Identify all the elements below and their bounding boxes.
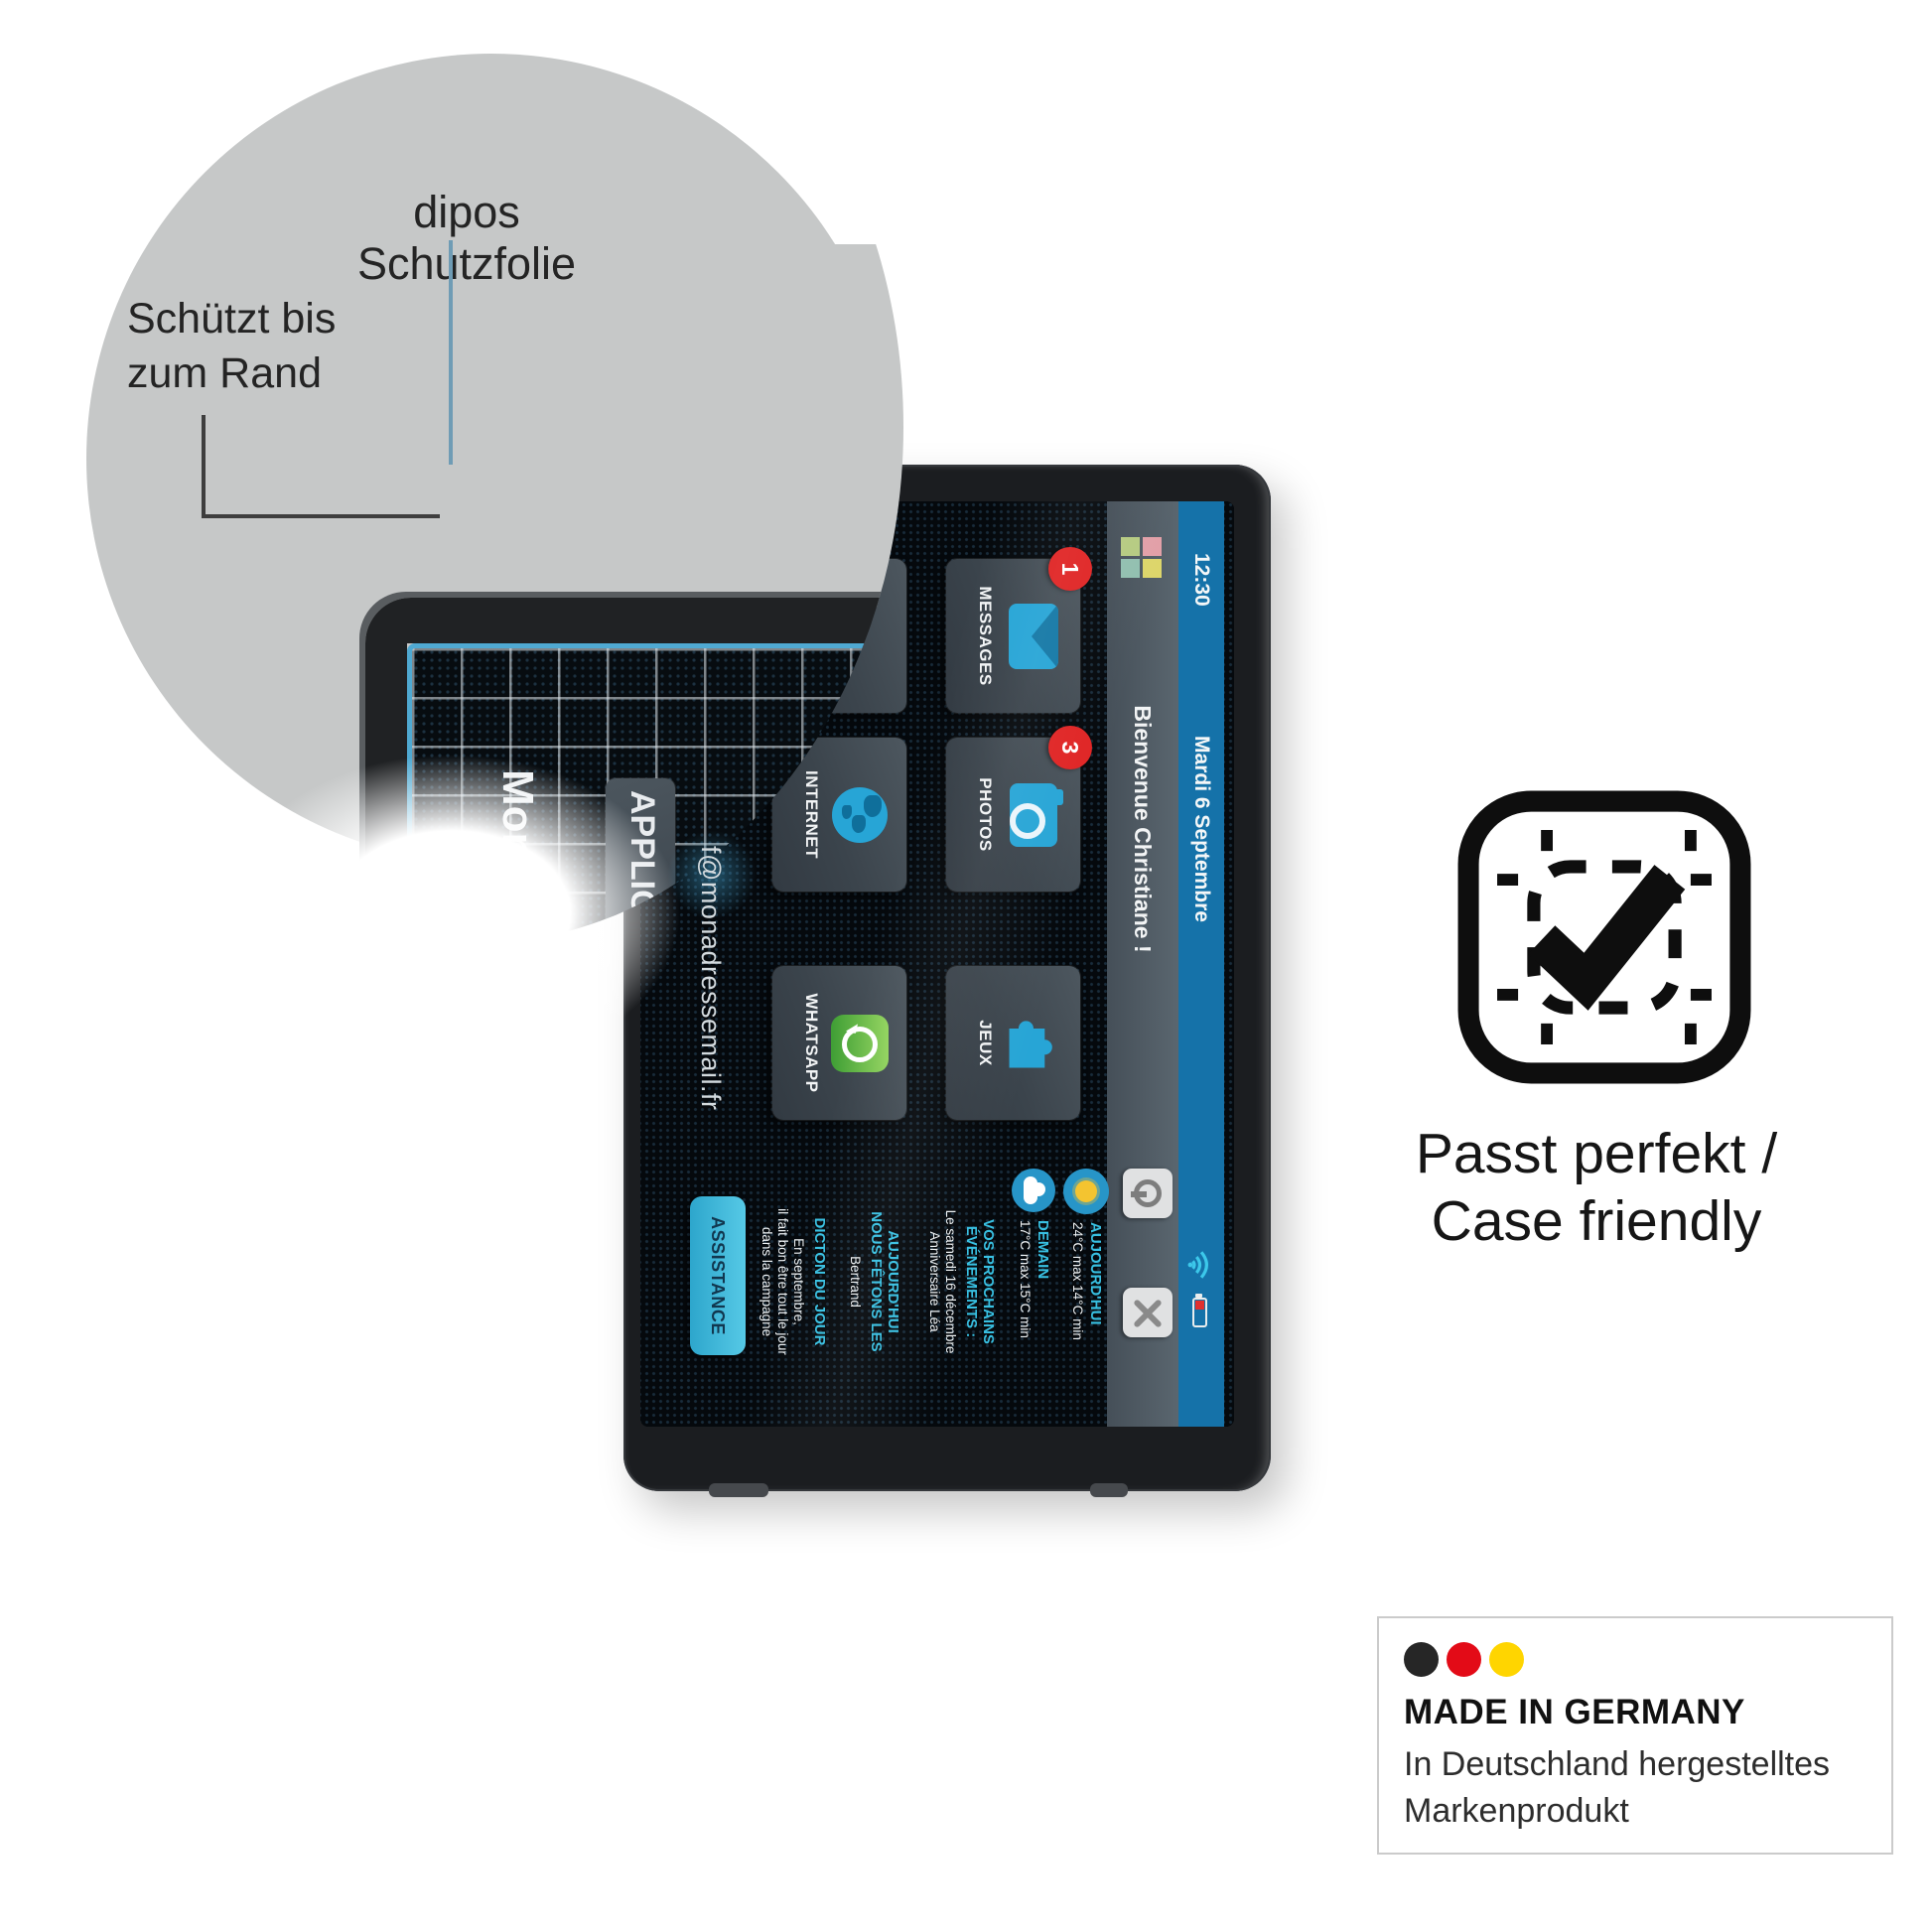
email-glow — [667, 830, 757, 919]
weather-today-label: AUJOURD'HUI — [1087, 1222, 1105, 1325]
tile-label: WHATSAPP — [802, 993, 821, 1093]
puzzle-icon — [1009, 1020, 1052, 1067]
mig-line-1: In Deutschland hergestelltes — [1404, 1745, 1831, 1783]
photos-badge: 3 — [1048, 726, 1092, 769]
power-icon — [1134, 1179, 1162, 1207]
case-friendly-check-icon — [1448, 780, 1761, 1094]
annotation-line — [449, 240, 453, 465]
daily-saying: DICTON DU JOUR En septembre, il fait bon… — [759, 1157, 828, 1407]
made-in-germany-badge: MADE IN GERMANY In Deutschland hergestel… — [1377, 1616, 1893, 1855]
tablet-volume-button[interactable] — [709, 1483, 768, 1497]
assistance-button[interactable]: ASSISTANCE — [690, 1196, 746, 1355]
tile-whatsapp[interactable]: WHATSAPP — [772, 966, 906, 1120]
sun-icon — [1063, 1169, 1109, 1214]
events-line-1: Le samedi 16 décembre — [943, 1209, 959, 1354]
edge-bracket-vertical — [202, 415, 206, 518]
caption-line-1: Schützt bis — [127, 295, 337, 343]
email-address-text: f@monadressemail.fr — [696, 846, 726, 1111]
mig-line-2: Markenprodukt — [1404, 1791, 1629, 1830]
whatsapp-icon — [831, 1014, 889, 1072]
tile-photos[interactable]: 3 PHOTOS — [946, 726, 1092, 892]
tablet-device: 12:30 Mardi 6 Septembre — [623, 465, 1271, 1497]
tile-label: JEUX — [976, 1020, 995, 1066]
german-flag-dots-icon — [1404, 1642, 1891, 1677]
saying-line-3: dans la campagne — [759, 1226, 774, 1337]
weather-today: AUJOURD'HUI 24°C max 14°C min — [1063, 1169, 1109, 1340]
saying-title: DICTON DU JOUR — [811, 1217, 828, 1346]
name-day-title-2: NOUS FÊTONS LES — [868, 1211, 886, 1352]
mig-title: MADE IN GERMANY — [1404, 1693, 1745, 1731]
upcoming-events: VOS PROCHAINS ÉVÉNEMENTS : Le samedi 16 … — [926, 1157, 997, 1407]
top-status-bar: 12:30 Mardi 6 Septembre — [1178, 501, 1224, 1427]
events-title-1: VOS PROCHAINS — [980, 1219, 997, 1344]
weather-tomorrow-label: DEMAIN — [1035, 1220, 1052, 1280]
tile-label: PHOTOS — [976, 777, 995, 852]
date-label: Mardi 6 Septembre — [1190, 736, 1213, 922]
magnifier-background — [594, 244, 903, 608]
tile-label: MESSAGES — [976, 586, 995, 686]
events-line-2: Anniversaire Léa — [927, 1231, 943, 1332]
fit-caption: Passt perfekt / Case friendly — [1370, 1120, 1823, 1256]
fit-caption-line-2: Case friendly — [1431, 1189, 1762, 1254]
weather-tomorrow-temps: 17°C max 15°C min — [1017, 1220, 1033, 1338]
name-day: AUJOURD'HUI NOUS FÊTONS LES Bertrand — [847, 1157, 901, 1407]
battery-icon — [1192, 1298, 1208, 1327]
fit-caption-line-1: Passt perfekt / — [1415, 1122, 1778, 1185]
name-day-title-1: AUJOURD'HUI — [885, 1230, 901, 1333]
tools-icon — [1131, 1296, 1165, 1329]
home-screen-ui: 12:30 Mardi 6 Septembre — [640, 501, 1234, 1427]
settings-tools-button[interactable] — [1123, 1288, 1173, 1337]
caption-line-2: zum Rand — [127, 349, 322, 398]
magnifier-caption: Schützt bis zum Rand — [127, 292, 336, 401]
edge-bracket-horizontal — [202, 514, 440, 518]
weather-today-temps: 24°C max 14°C min — [1069, 1222, 1085, 1340]
power-menu-button[interactable] — [1123, 1169, 1173, 1218]
globe-icon — [832, 786, 888, 843]
messages-badge: 1 — [1048, 547, 1092, 591]
tile-jeux[interactable]: JEUX — [946, 966, 1080, 1120]
wifi-icon — [1187, 1251, 1208, 1279]
weather-tomorrow: DEMAIN 17°C max 15°C min — [1012, 1169, 1055, 1338]
welcome-message: Bienvenue Christiane ! — [1130, 705, 1156, 953]
name-day-name: Bertrand — [848, 1256, 864, 1308]
saying-line-2: il fait bon être tout le jour — [775, 1208, 791, 1355]
camera-icon — [1010, 782, 1057, 847]
events-title-2: ÉVÉNEMENTS : — [963, 1225, 981, 1338]
magnifier-title: dipos Schutzfolie — [356, 187, 577, 289]
tile-label: INTERNET — [802, 770, 821, 859]
white-fade-overlay — [223, 755, 680, 1072]
welcome-bar: Bienvenue Christiane ! — [1107, 501, 1178, 1427]
tile-messages[interactable]: 1 MESSAGES — [946, 547, 1092, 713]
cloud-icon — [1012, 1169, 1055, 1212]
tablet-power-button[interactable] — [1090, 1483, 1128, 1497]
saying-line-1: En septembre, — [791, 1238, 807, 1325]
envelope-icon — [1009, 603, 1058, 669]
